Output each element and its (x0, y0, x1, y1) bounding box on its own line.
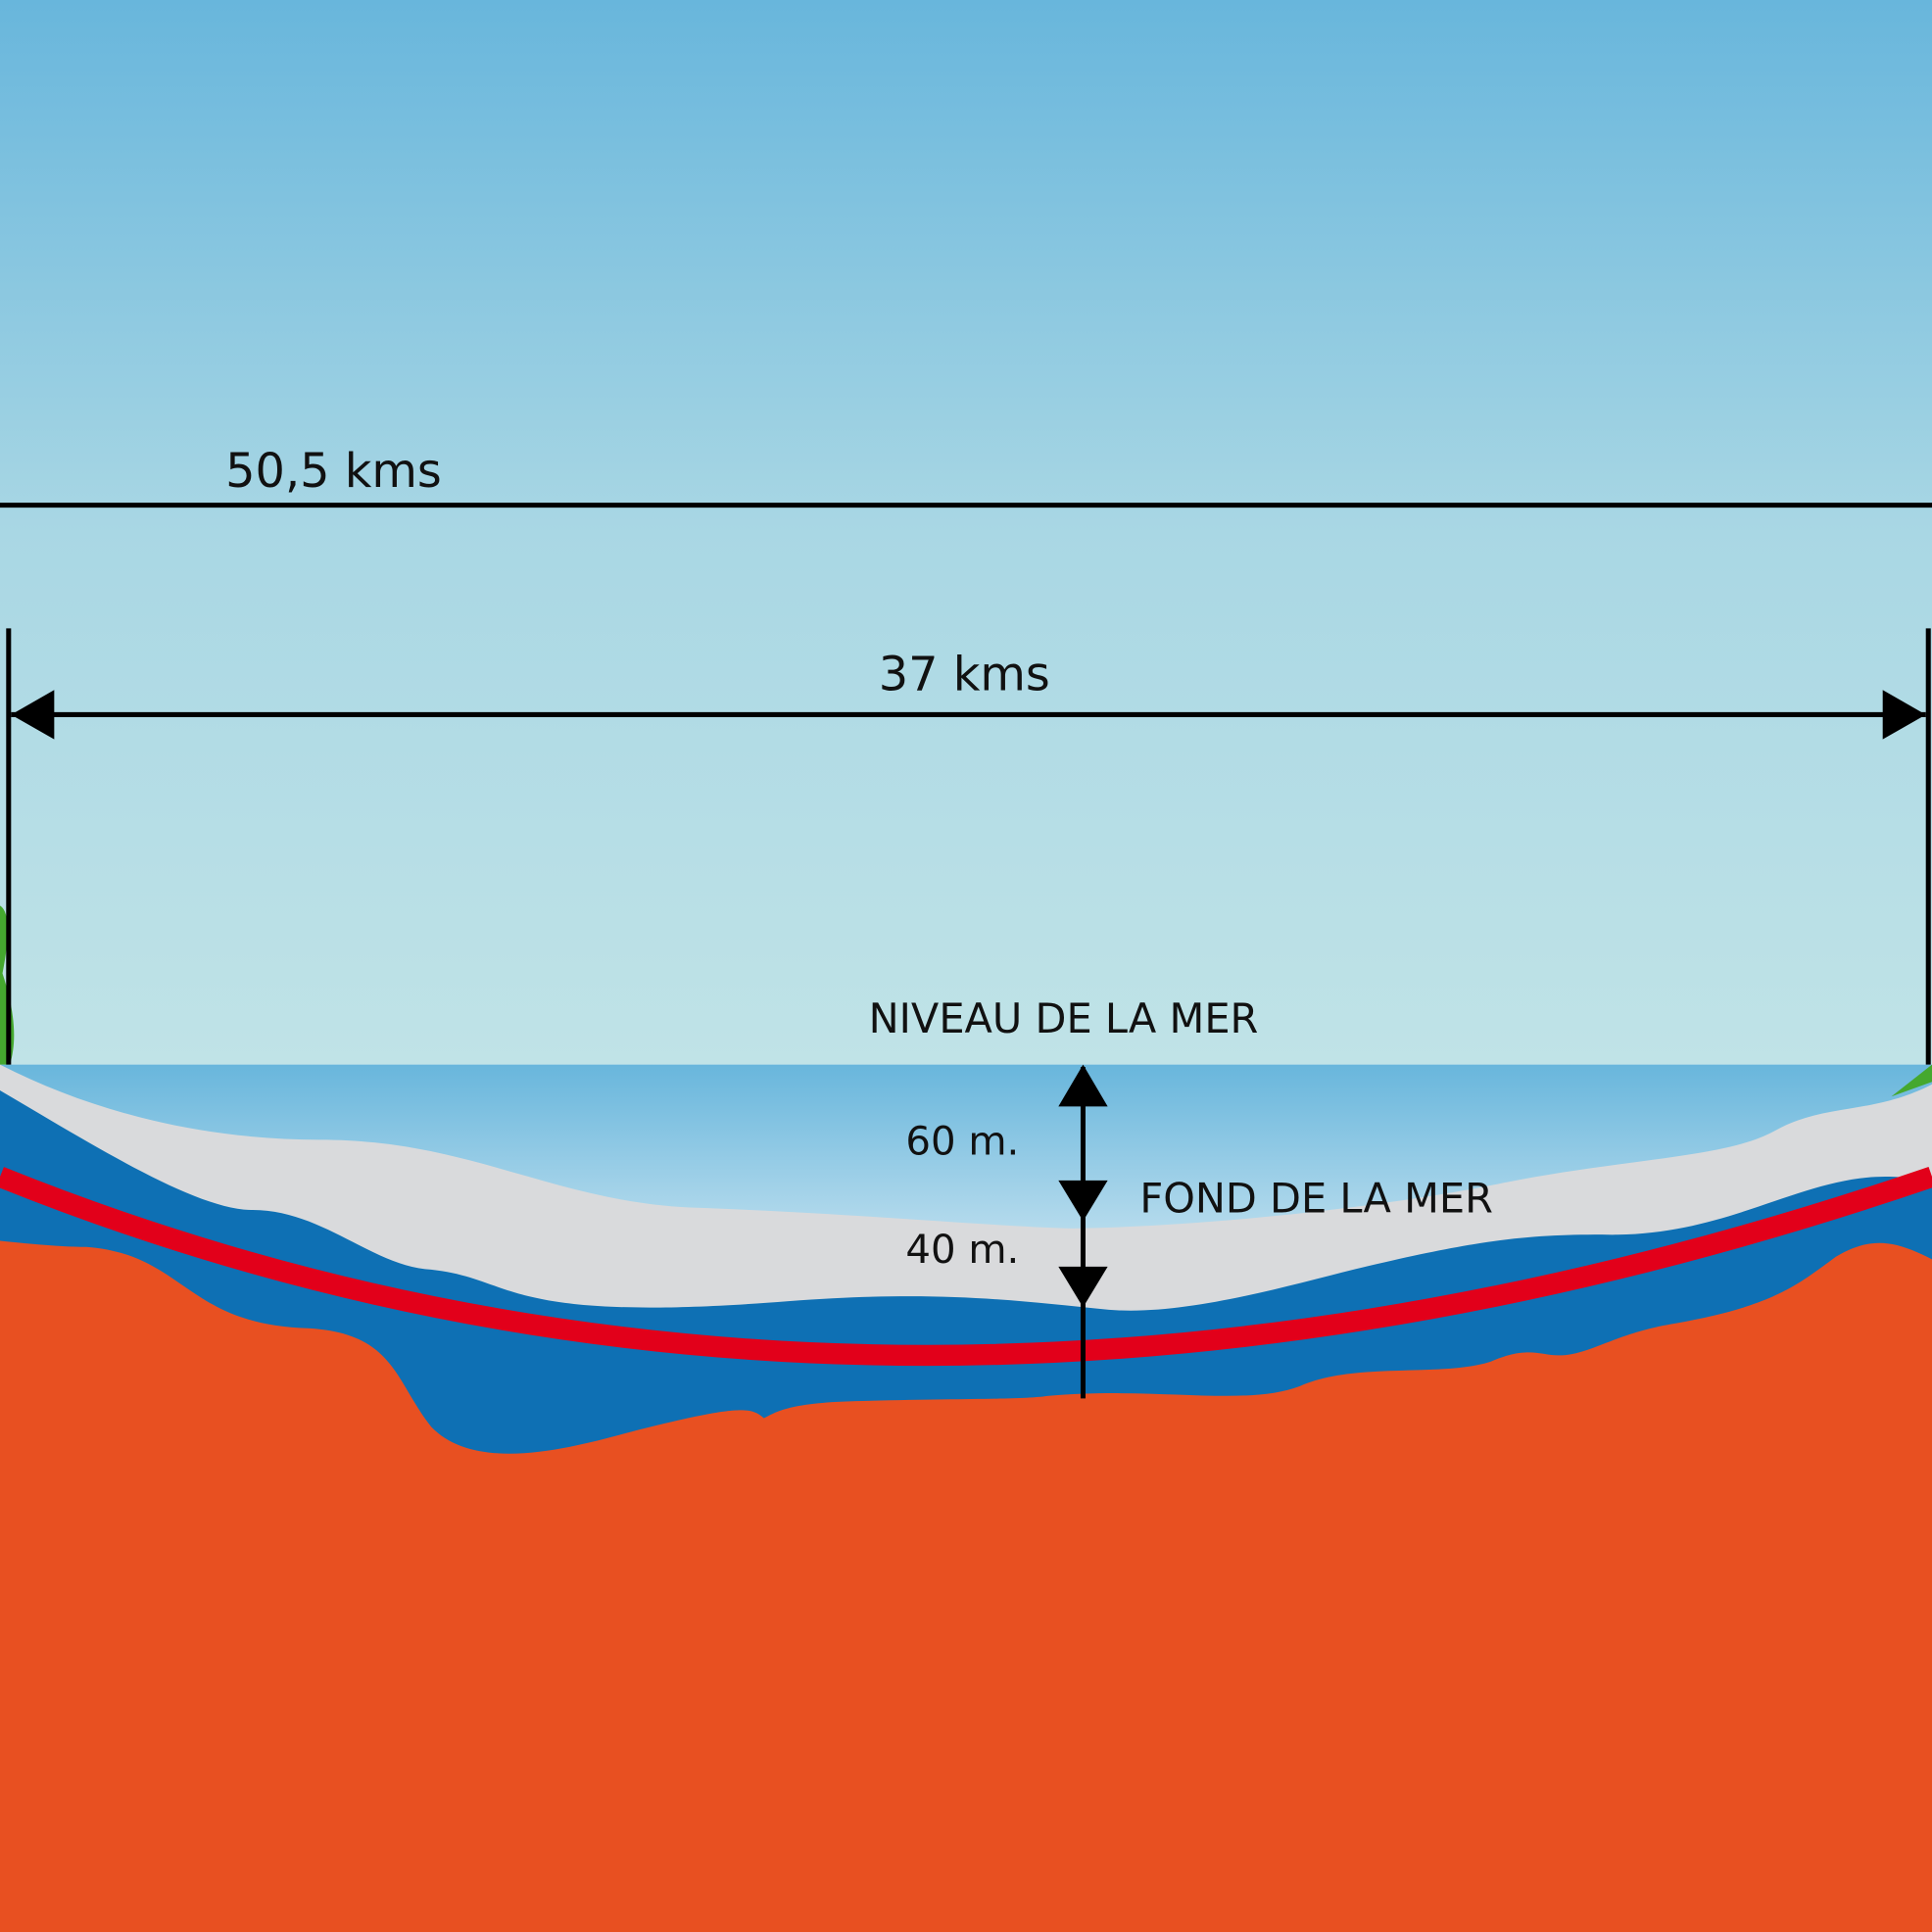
water-depth-label: 60 m. (905, 1119, 1019, 1164)
sea-level-label: NIVEAU DE LA MER (869, 994, 1259, 1042)
total-distance-label: 50,5 kms (225, 445, 442, 499)
sea-floor-label: FOND DE LA MER (1139, 1175, 1493, 1223)
tunnel-length-label: 37 kms (879, 648, 1050, 701)
bedrock (0, 1240, 1932, 1932)
land-right (1891, 1064, 1932, 1097)
arrowhead-left-icon (11, 690, 55, 740)
arrow-down-sea-floor-icon (1058, 1180, 1108, 1222)
tunnel (0, 1166, 1932, 1367)
tunnel-depth-label: 40 m. (905, 1228, 1019, 1273)
arrow-up-sea-level-icon (1058, 1064, 1108, 1107)
arrowhead-right-icon (1882, 690, 1926, 740)
sky (0, 0, 1932, 1065)
arrow-down-tunnel-icon (1058, 1266, 1108, 1308)
